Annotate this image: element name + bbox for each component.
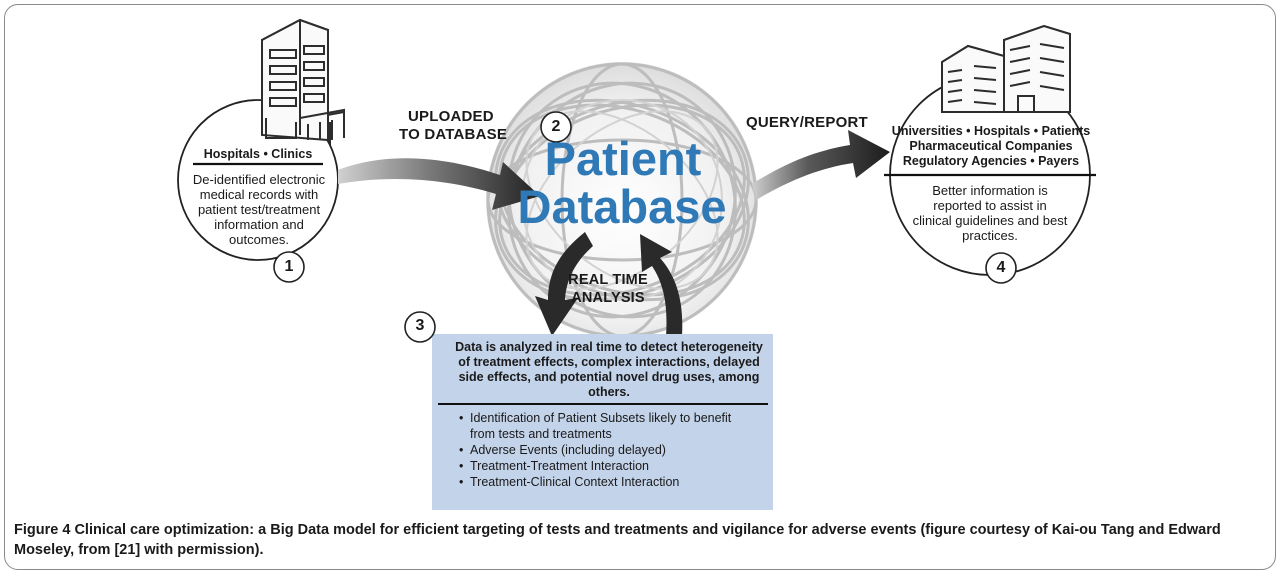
caption-text: Clinical care optimization: a Big Data m…: [14, 522, 1221, 558]
step1-number-circle: [273, 251, 305, 283]
analysis-box: Data is analyzed in real time to detect …: [432, 334, 773, 510]
step3-number: 3: [415, 317, 425, 334]
step3-bullet: Treatment-Clinical Context Interaction: [456, 474, 756, 490]
caption-label: Figure 4: [14, 522, 71, 538]
step4-number-circle: [985, 252, 1017, 284]
step3-bullet: Treatment-Treatment Interaction: [456, 458, 756, 474]
step3-number-circle: [404, 311, 436, 343]
step3-bullet: Adverse Events (including delayed): [456, 442, 756, 458]
step3-bullet-list: Identification of Patient Subsets likely…: [456, 410, 756, 490]
step3-heading: Data is analyzed in real time to detect …: [455, 340, 763, 399]
upload-label-line2: TO DATABASE: [399, 126, 508, 143]
step1-number: 1: [284, 258, 294, 275]
analysis-down-arrow: [535, 232, 593, 336]
query-report-arrow: [752, 130, 890, 200]
university-building-overlay: [941, 24, 1071, 113]
upload-arrow: [338, 158, 540, 210]
analysis-up-arrow: [640, 234, 683, 336]
step4-heading-line2: Pharmaceutical Companies: [909, 139, 1073, 153]
realtime-label-line2: ANALYSIS: [571, 290, 645, 306]
step4-number: 4: [996, 259, 1006, 276]
step2-number-circle: [540, 111, 572, 143]
step4-heading-line3: Regulatory Agencies • Payers: [902, 154, 1080, 168]
step1-heading: Hospitals • Clinics: [203, 147, 313, 161]
step4-description: Better information is reported to assist…: [912, 183, 1068, 243]
step4-heading-line1: Universities • Hospitals • Patients: [891, 124, 1091, 138]
figure-frame: [4, 4, 1276, 570]
step2-number: 2: [551, 118, 561, 135]
step1-description: De-identified electronic medical records…: [192, 172, 326, 247]
database-title-line2: Database: [517, 180, 727, 233]
realtime-label-line1: REAL TIME: [568, 272, 648, 288]
hospital-building-overlay: [261, 18, 345, 142]
query-report-label: QUERY/REPORT: [746, 114, 868, 131]
figure-caption: Figure 4 Clinical care optimization: a B…: [14, 520, 1264, 560]
database-title-line1: Patient: [544, 132, 702, 185]
step3-divider: [438, 403, 768, 405]
upload-label-line1: UPLOADED: [408, 108, 494, 125]
step3-bullet: Identification of Patient Subsets likely…: [456, 410, 756, 442]
